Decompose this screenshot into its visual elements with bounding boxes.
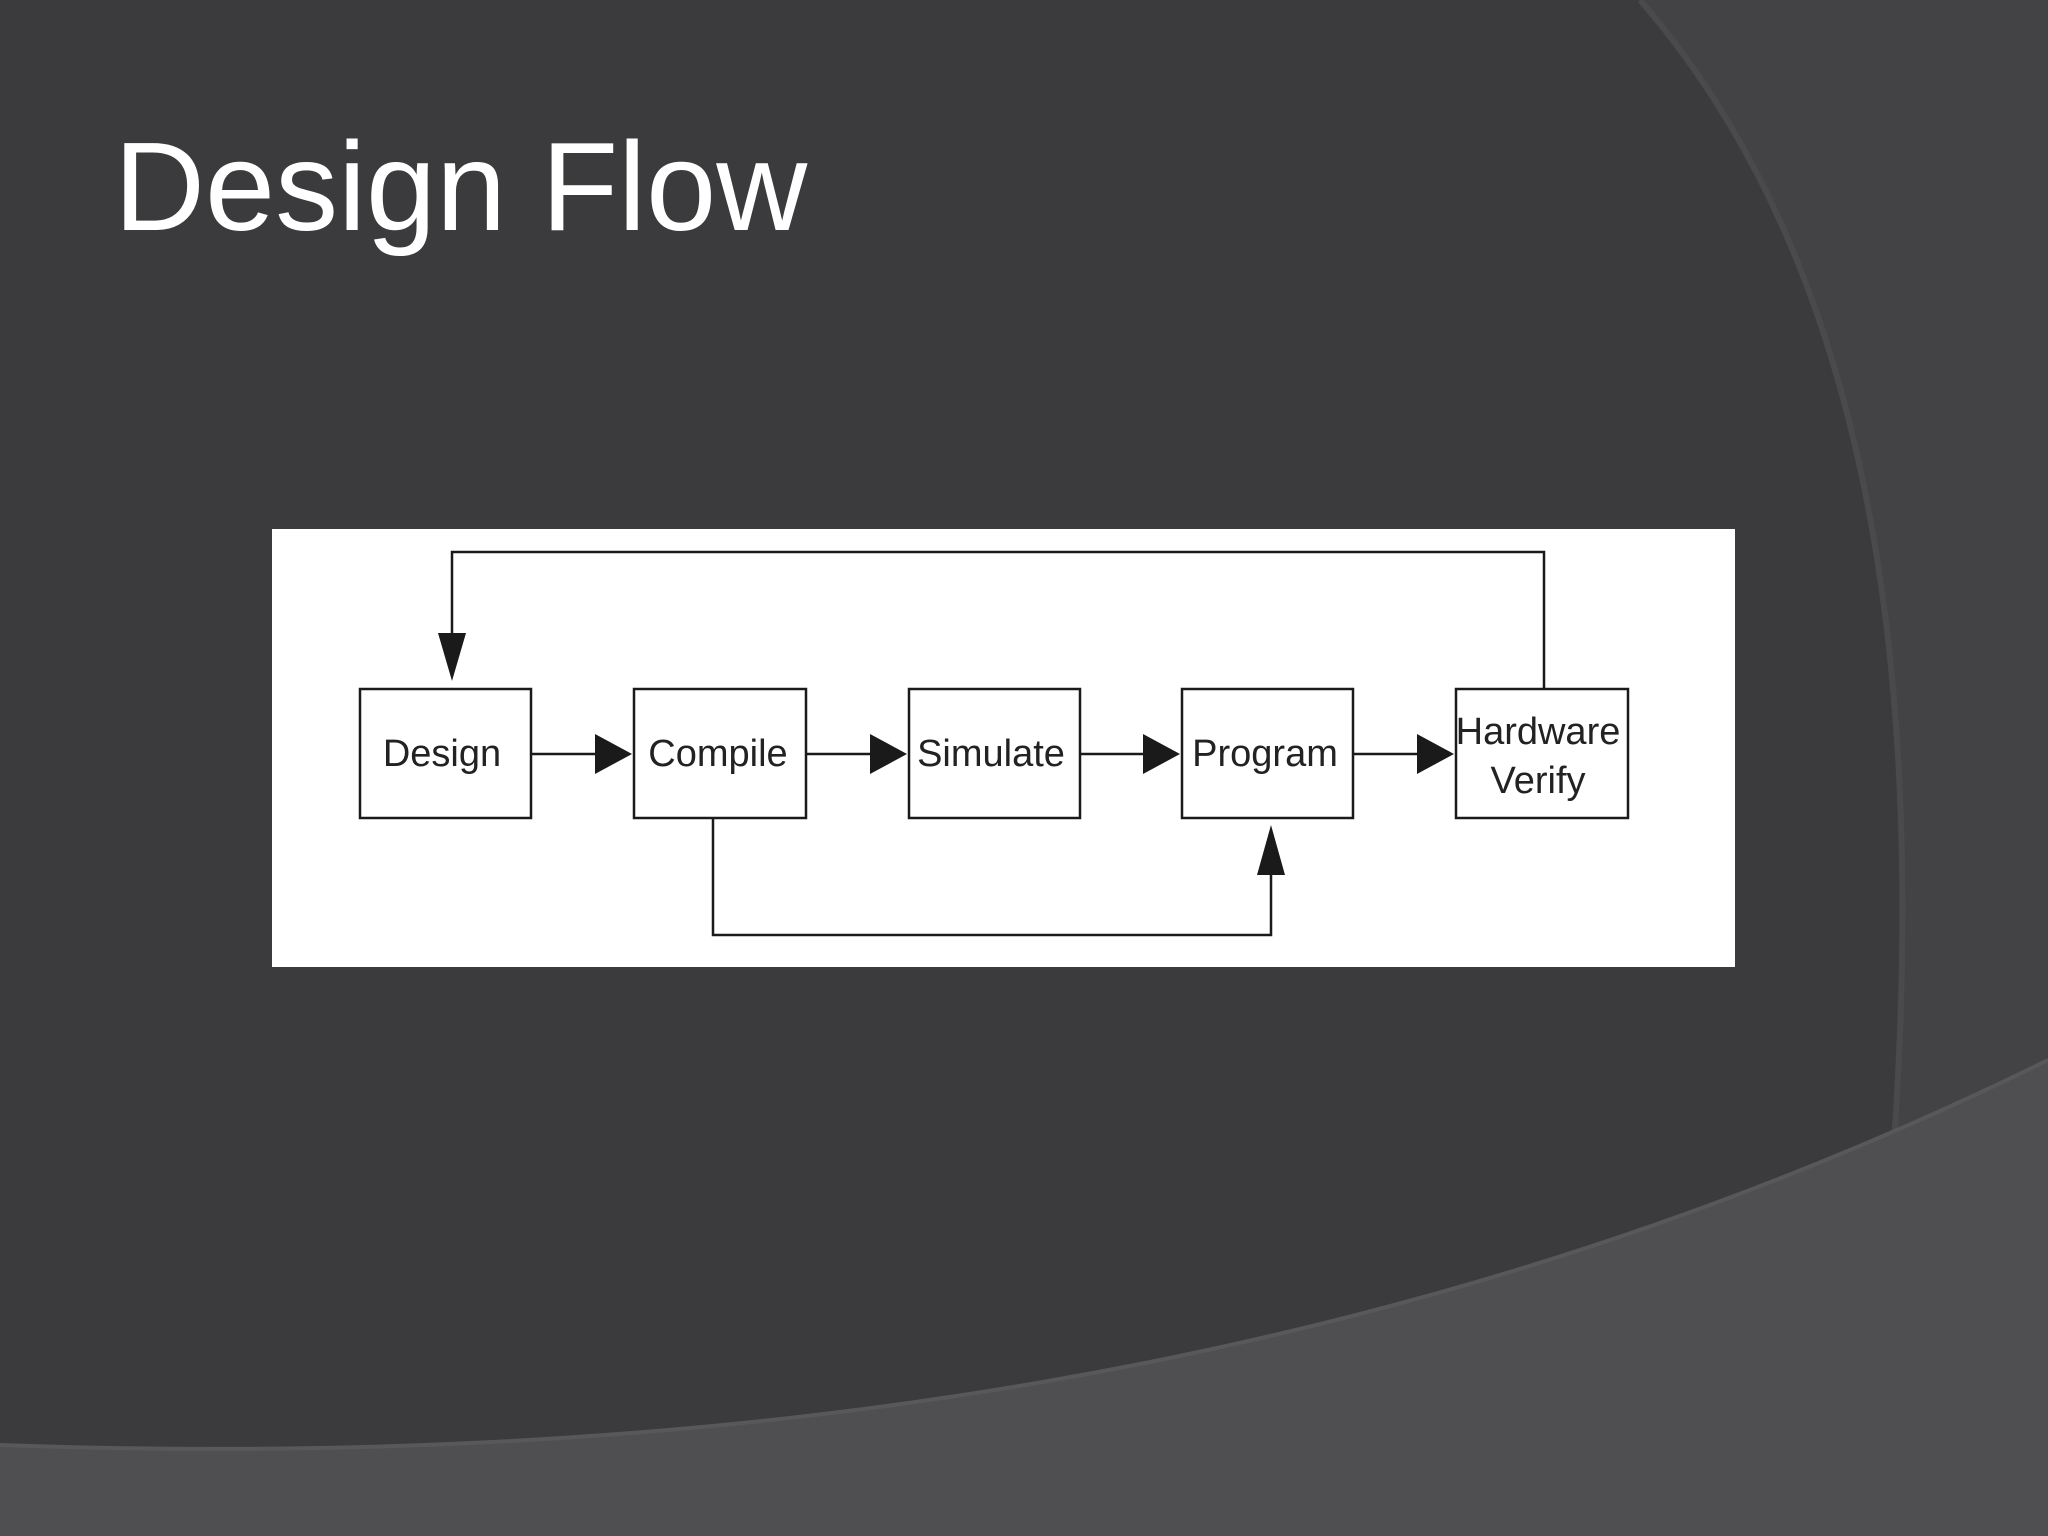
edge-hardware-verify-to-design-arrowhead (438, 633, 466, 681)
node-compile: Compile (632, 687, 808, 820)
node-hardware-verify-label-line2: Verify (1490, 760, 1585, 802)
slide-title: Design Flow (114, 116, 808, 257)
design-flow-diagram: Design Compile Simulate Program Hardware… (272, 529, 1735, 967)
node-design: Design (358, 687, 533, 820)
edge-compile-to-program (711, 818, 1285, 937)
node-hardware-verify: Hardware Verify (1454, 687, 1630, 820)
edge-compile-to-program-line (711, 818, 1273, 937)
edge-compile-to-simulate-arrowhead (870, 734, 907, 774)
edge-simulate-to-program (1080, 734, 1180, 774)
edge-hardware-verify-to-design (438, 550, 1546, 689)
node-compile-label: Compile (648, 733, 787, 775)
edge-compile-to-simulate (806, 734, 907, 774)
edge-hardware-verify-to-design-line (450, 550, 1546, 689)
edge-design-to-compile-arrowhead (595, 734, 632, 774)
decor-bottom-band-edge (0, 1058, 2048, 1451)
node-simulate-box (907, 687, 1082, 820)
edge-simulate-to-program-arrowhead (1143, 734, 1180, 774)
diagram-canvas: Design Compile Simulate Program Hardware… (358, 550, 1630, 937)
node-compile-box (632, 687, 808, 820)
decor-bottom-band (0, 1060, 2048, 1536)
node-program: Program (1180, 687, 1355, 820)
node-simulate-label: Simulate (917, 733, 1065, 775)
node-design-label: Design (383, 733, 501, 775)
edge-program-to-hardware-verify (1353, 734, 1454, 774)
node-design-box (358, 687, 533, 820)
edge-compile-to-program-arrowhead (1257, 825, 1285, 875)
node-hardware-verify-label-line1: Hardware (1456, 711, 1621, 753)
node-hardware-verify-box (1454, 687, 1630, 820)
node-simulate: Simulate (907, 687, 1082, 820)
node-program-box (1180, 687, 1355, 820)
edge-design-to-compile (531, 734, 632, 774)
edge-program-to-hardware-verify-arrowhead (1417, 734, 1454, 774)
node-program-label: Program (1192, 733, 1338, 775)
